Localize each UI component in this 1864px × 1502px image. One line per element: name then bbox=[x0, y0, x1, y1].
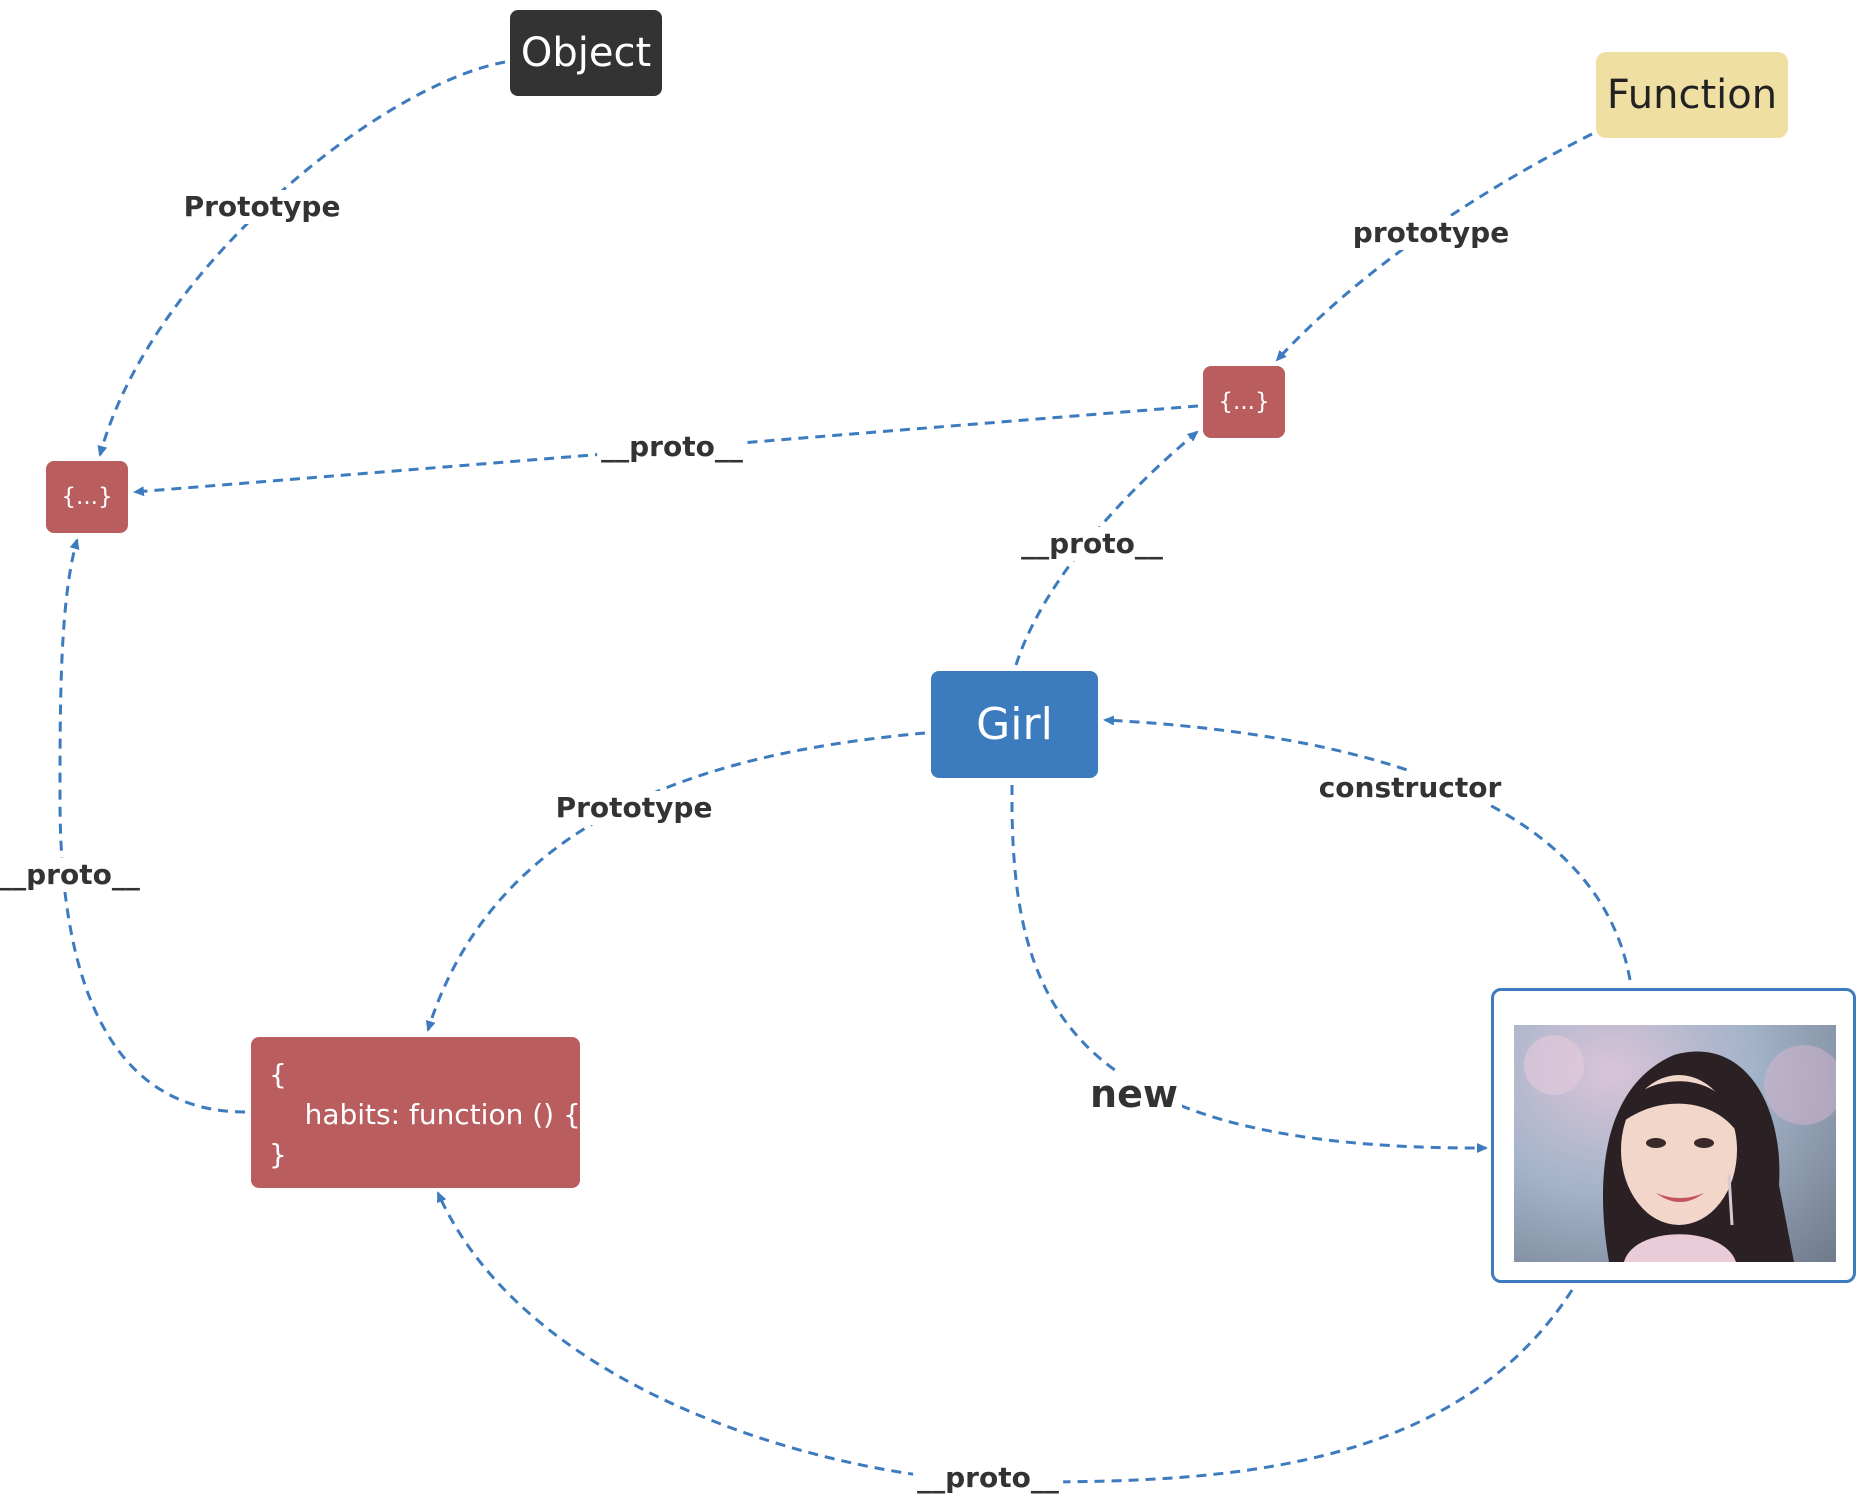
object-label: Object bbox=[520, 30, 652, 76]
girl-node: Girl bbox=[931, 671, 1098, 778]
edge-label-fnproto-objproto: __proto__ bbox=[597, 430, 747, 464]
girl-label: Girl bbox=[976, 699, 1053, 750]
instance-node bbox=[1491, 988, 1856, 1283]
function-node: Function bbox=[1596, 52, 1788, 138]
edge-label-girlproto-objproto: __proto__ bbox=[0, 858, 144, 892]
edge-label-girl-fnproto: __proto__ bbox=[1017, 527, 1167, 561]
object-prototype-node: {...} bbox=[46, 461, 128, 533]
edge-label-constructor: constructor bbox=[1314, 771, 1506, 805]
edge-girlproto-to-objproto bbox=[58, 538, 246, 1114]
edge-girl-to-girlproto bbox=[425, 731, 926, 1032]
edge-label-instance-girlproto: __proto__ bbox=[913, 1461, 1063, 1495]
function-prototype-node: {...} bbox=[1203, 366, 1285, 438]
edge-instance-to-girlproto bbox=[436, 1191, 1574, 1484]
edge-instance-to-girl bbox=[1103, 715, 1632, 981]
function-label: Function bbox=[1606, 72, 1778, 118]
object-node: Object bbox=[510, 10, 662, 96]
function-prototype-label: {...} bbox=[1218, 389, 1270, 415]
edge-label-object-prototype: Prototype bbox=[179, 190, 345, 224]
code-line-habits: habits: function () {} bbox=[269, 1098, 599, 1131]
object-prototype-label: {...} bbox=[61, 484, 113, 510]
edge-label-new: new bbox=[1086, 1072, 1182, 1116]
code-line-open: { bbox=[269, 1058, 287, 1091]
code-line-close: } bbox=[269, 1138, 287, 1171]
portrait-image bbox=[1514, 1025, 1836, 1262]
edge-object-to-objproto bbox=[97, 60, 506, 457]
girl-prototype-node: { habits: function () {} } bbox=[251, 1037, 599, 1188]
edge-label-function-prototype: prototype bbox=[1348, 216, 1514, 250]
edge-label-girl-prototype: Prototype bbox=[551, 791, 717, 825]
edge-girl-to-instance bbox=[1010, 784, 1488, 1154]
